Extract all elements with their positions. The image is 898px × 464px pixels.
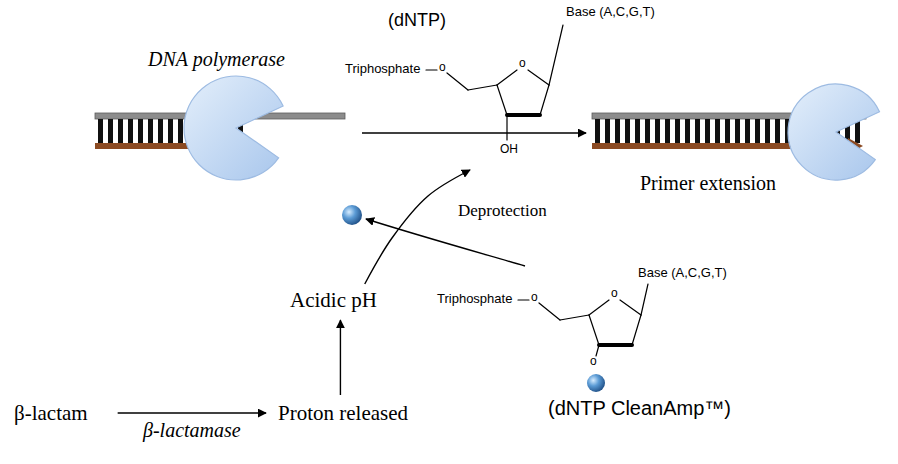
base-pair <box>725 119 730 143</box>
species-name: Acidic pH <box>290 288 377 312</box>
process-label: Deprotection <box>458 201 547 221</box>
nucleotide-structure: (dNTP) Base (A,C,G,T) Triphosphate o oOH <box>340 5 700 167</box>
base-pair <box>148 119 153 143</box>
atom-label: o <box>519 57 526 71</box>
base-pair <box>705 119 710 143</box>
species-name: Proton released <box>278 401 408 425</box>
reaction-species: Acidic pH <box>290 288 377 312</box>
protecting-group <box>342 205 362 225</box>
group-label: Triphosphate <box>437 292 512 307</box>
nucleotide-structure: Base (A,C,G,T) Triphosphate o o o (dNTP Clean… <box>430 245 750 425</box>
reaction-species: Proton released <box>278 401 408 425</box>
group-label: Triphosphate <box>345 62 420 77</box>
atom-label: o <box>611 287 618 301</box>
chemical-bond <box>468 85 497 90</box>
base-pair <box>605 119 610 143</box>
enzyme-label: DNA polymerase <box>148 48 285 71</box>
reaction-arrow <box>340 320 341 395</box>
base-pair <box>675 119 680 143</box>
base-pair <box>615 119 620 143</box>
base-pair <box>168 119 173 143</box>
chemical-bond <box>560 315 589 320</box>
chemical-bond <box>447 73 468 90</box>
chemical-bond <box>589 300 609 315</box>
atom-label: o <box>531 291 538 305</box>
base-pair <box>625 119 630 143</box>
chemical-bond <box>507 113 540 117</box>
base-pair <box>178 119 183 143</box>
base-pair <box>695 119 700 143</box>
chemical-bond <box>599 343 632 347</box>
chemical-bond <box>539 303 560 320</box>
base-pair <box>775 119 780 143</box>
species-name: β-lactam <box>14 401 88 425</box>
base-pair <box>645 119 650 143</box>
process-label: Primer extension <box>640 172 776 195</box>
base-pair <box>745 119 750 143</box>
reaction-species: β-lactam <box>14 401 88 425</box>
reaction-arrow <box>365 170 470 284</box>
chemical-bond <box>518 299 529 300</box>
chemical-bond <box>497 85 507 115</box>
atom-label: OH <box>500 143 518 157</box>
polymerase-shape <box>184 76 283 180</box>
base-pair <box>655 119 660 143</box>
deprotection-arrow <box>366 219 525 266</box>
chemical-bond <box>506 115 507 140</box>
chemical-bond <box>641 284 648 315</box>
base-pair <box>715 119 720 143</box>
base-pair <box>595 119 600 143</box>
extension-arrow <box>362 132 586 133</box>
base-pair <box>138 119 143 143</box>
base-pair <box>685 119 690 143</box>
base-pair <box>635 119 640 143</box>
chemical-bond <box>540 85 549 115</box>
base-pair <box>755 119 760 143</box>
chemical-bond <box>632 315 641 345</box>
chemical-bond <box>549 25 563 85</box>
base-pair <box>118 119 123 143</box>
structure-heading: (dNTP CleanAmp™) <box>548 397 731 420</box>
chemical-bond <box>620 300 641 315</box>
base-pair <box>128 119 133 143</box>
atom-label: o <box>439 61 446 75</box>
base-pair <box>108 119 113 143</box>
chemical-bond <box>426 69 437 70</box>
base-pair <box>765 119 770 143</box>
structure-heading: (dNTP) <box>388 10 446 31</box>
base-label: Base (A,C,G,T) <box>638 266 727 281</box>
chemical-bond <box>497 70 517 85</box>
base-pair <box>98 119 103 143</box>
reaction-arrow <box>118 412 266 413</box>
base-pair <box>735 119 740 143</box>
polymerase-shape <box>788 84 880 180</box>
base-label: Base (A,C,G,T) <box>566 5 655 20</box>
chemical-bond <box>528 70 549 85</box>
enzyme-label: β-lactamase <box>143 419 241 442</box>
chemical-bond <box>589 315 599 345</box>
atom-label: o <box>590 355 597 369</box>
base-pair <box>158 119 163 143</box>
protecting-group <box>587 374 605 392</box>
base-pair <box>665 119 670 143</box>
